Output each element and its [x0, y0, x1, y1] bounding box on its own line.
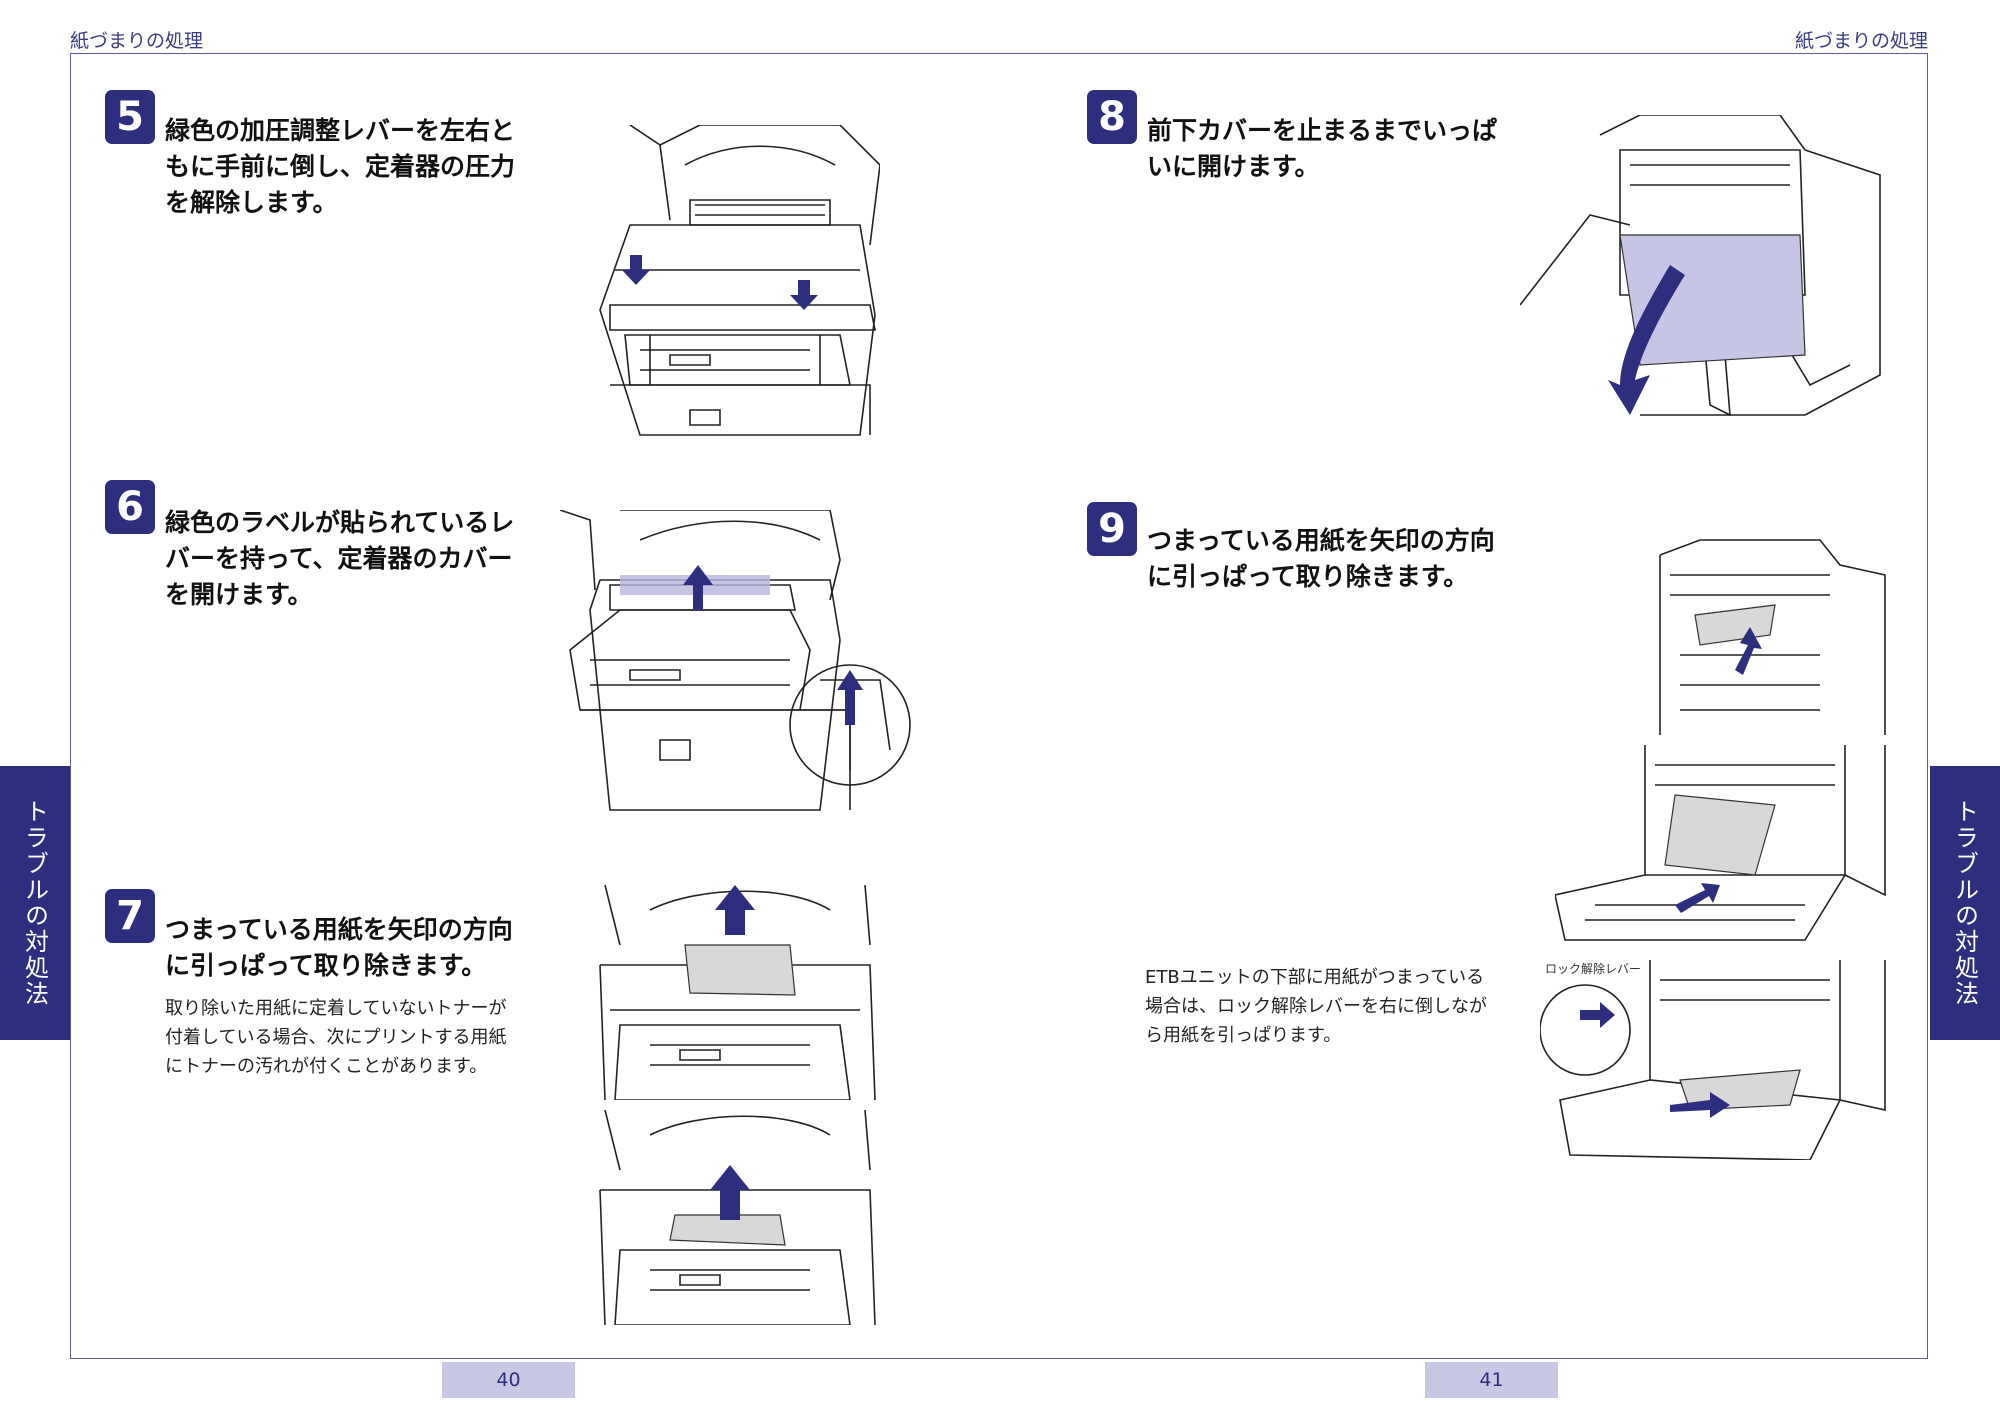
page-frame	[70, 53, 1928, 1359]
printer-illustration-step8	[1520, 115, 1885, 420]
step-number-8: 8	[1087, 90, 1137, 144]
running-header-left: 紙づまりの処理	[70, 30, 204, 52]
side-tab-right[interactable]: トラブルの対処法	[1930, 766, 2000, 1040]
running-header-right: 紙づまりの処理	[1794, 30, 1928, 52]
printer-illustration-step5	[580, 125, 880, 445]
step-text-5: 緑色の加圧調整レバーを左右ともに手前に倒し、定着器の圧力を解除します。	[165, 116, 516, 217]
step-text-9: つまっている用紙を矢印の方向に引っぱって取り除きます。	[1147, 526, 1495, 591]
printer-illustration-step9-a	[1640, 535, 1890, 735]
page-number-left: 40	[442, 1362, 575, 1398]
step-note-7: 取り除いた用紙に定着していないトナーが付着している場合、次にプリントする用紙にト…	[165, 998, 507, 1077]
printer-illustration-step7-bottom	[590, 1110, 880, 1325]
step-number-5: 5	[105, 90, 155, 144]
step-number-9: 9	[1087, 502, 1137, 556]
page-number-right: 41	[1425, 1362, 1558, 1398]
printer-illustration-step9-b	[1555, 745, 1890, 945]
step-text-7: つまっている用紙を矢印の方向に引っぱって取り除きます。	[165, 915, 513, 980]
printer-illustration-step6	[550, 510, 915, 815]
printer-illustration-step9-c	[1540, 960, 1890, 1160]
step-number-6: 6	[105, 480, 155, 534]
step-text-6: 緑色のラベルが貼られているレバーを持って、定着器のカバーを開けます。	[165, 508, 515, 609]
lock-lever-label: ロック解除レバー	[1545, 962, 1642, 976]
step-text-8: 前下カバーを止まるまでいっぱいに開けます。	[1147, 116, 1498, 181]
step-number-7: 7	[105, 889, 155, 943]
side-tab-left[interactable]: トラブルの対処法	[0, 766, 70, 1040]
printer-illustration-step7-top	[590, 885, 880, 1100]
step-note-9: ETBユニットの下部に用紙がつまっている場合は、ロック解除レバーを右に倒しながら…	[1145, 967, 1487, 1046]
